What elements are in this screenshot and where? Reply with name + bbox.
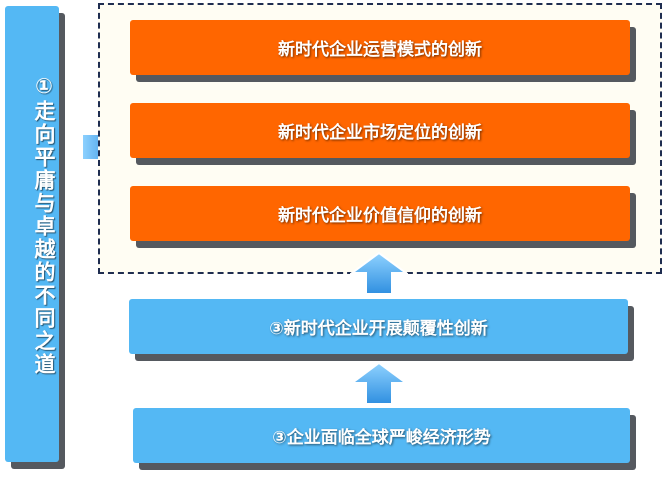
sidebar-panel: ①走向平庸与卓越的不同之道 <box>5 6 59 462</box>
situation-label: ③企业面临全球严峻经济形势 <box>272 428 491 448</box>
innovation-label: 新时代企业运营模式的创新 <box>278 40 482 60</box>
sidebar-title: ①走向平庸与卓越的不同之道 <box>32 74 56 376</box>
innovation-box-operation: 新时代企业运营模式的创新 <box>130 20 630 75</box>
up-arrow-icon <box>350 361 408 405</box>
innovation-label: 新时代企业价值信仰的创新 <box>278 206 482 226</box>
economic-situation-box: ③企业面临全球严峻经济形势 <box>133 408 630 463</box>
disruptive-label: ③新时代企业开展颠覆性创新 <box>269 319 488 339</box>
disruptive-innovation-box: ③新时代企业开展颠覆性创新 <box>129 299 628 354</box>
up-arrow-icon <box>350 251 408 295</box>
innovation-label: 新时代企业市场定位的创新 <box>278 123 482 143</box>
innovation-box-value: 新时代企业价值信仰的创新 <box>130 186 630 241</box>
innovation-box-market: 新时代企业市场定位的创新 <box>130 103 630 158</box>
